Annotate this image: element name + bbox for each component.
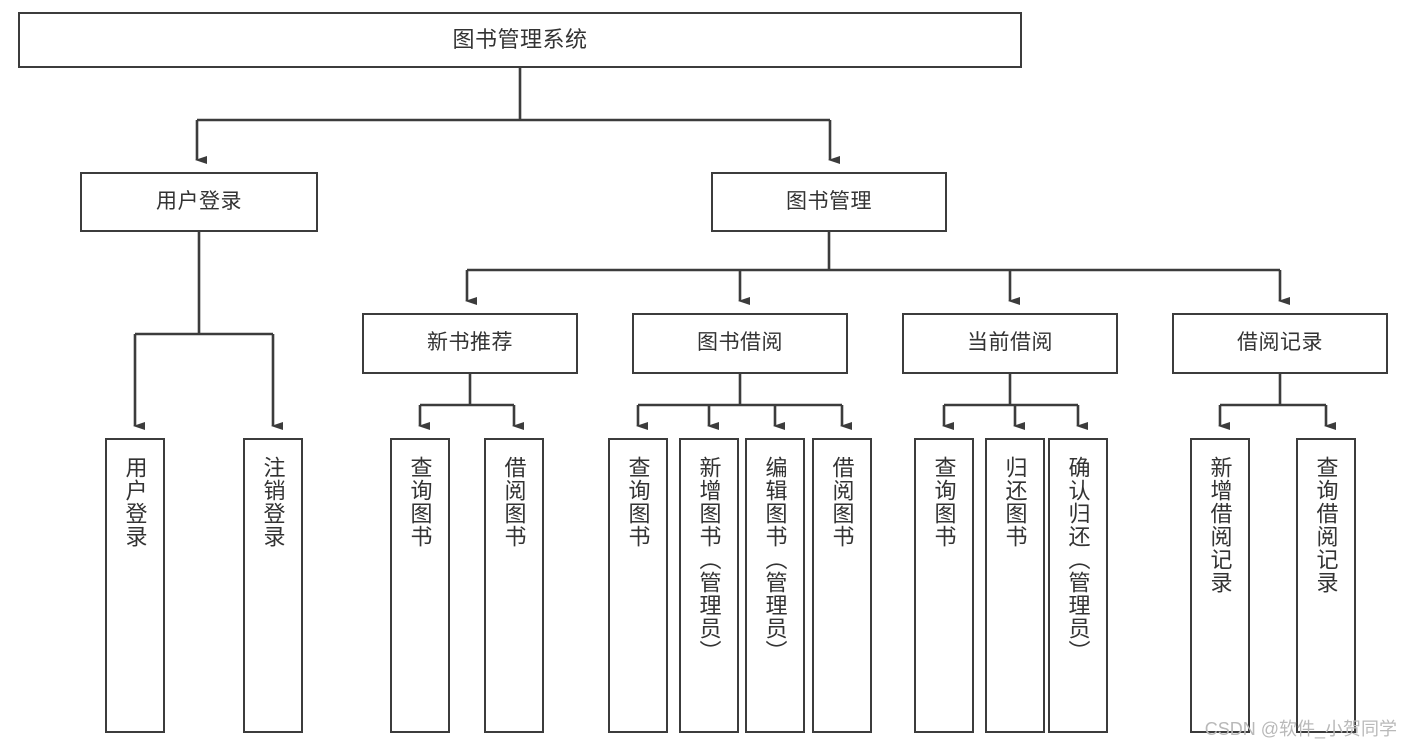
node-leaf-add-book-label: 新增图书（管理员） (696, 456, 722, 663)
node-leaf-borrow-book-1-label: 借阅图书 (501, 456, 527, 548)
node-leaf-return-book[interactable]: 归还图书 (985, 438, 1045, 733)
node-user-login[interactable]: 用户登录 (80, 172, 318, 232)
node-new-book-rec-label: 新书推荐 (427, 331, 513, 355)
node-root[interactable]: 图书管理系统 (18, 12, 1022, 68)
node-root-label: 图书管理系统 (452, 27, 588, 53)
node-book-borrow-label: 图书借阅 (697, 331, 783, 355)
node-book-manage[interactable]: 图书管理 (711, 172, 947, 232)
node-leaf-return-book-label: 归还图书 (1002, 456, 1028, 548)
node-leaf-query-record[interactable]: 查询借阅记录 (1296, 438, 1356, 733)
node-leaf-borrow-book-2-label: 借阅图书 (829, 456, 855, 548)
node-leaf-borrow-book-1[interactable]: 借阅图书 (484, 438, 544, 733)
node-book-borrow[interactable]: 图书借阅 (632, 313, 848, 374)
node-leaf-add-record[interactable]: 新增借阅记录 (1190, 438, 1250, 733)
node-borrow-record[interactable]: 借阅记录 (1172, 313, 1388, 374)
node-leaf-query-record-label: 查询借阅记录 (1313, 456, 1339, 594)
node-leaf-add-record-label: 新增借阅记录 (1207, 456, 1233, 594)
node-leaf-query-book-1[interactable]: 查询图书 (390, 438, 450, 733)
node-leaf-edit-book[interactable]: 编辑图书（管理员） (745, 438, 805, 733)
node-leaf-user-logout[interactable]: 注销登录 (243, 438, 303, 733)
node-user-login-label: 用户登录 (156, 189, 242, 213)
node-leaf-user-login[interactable]: 用户登录 (105, 438, 165, 733)
node-leaf-query-book-2-label: 查询图书 (625, 456, 651, 548)
node-leaf-borrow-book-2[interactable]: 借阅图书 (812, 438, 872, 733)
node-current-borrow[interactable]: 当前借阅 (902, 313, 1118, 374)
node-leaf-user-logout-label: 注销登录 (260, 456, 286, 548)
node-leaf-confirm-return-label: 确认归还（管理员） (1065, 456, 1091, 663)
node-book-manage-label: 图书管理 (786, 189, 872, 213)
node-leaf-query-book-2[interactable]: 查询图书 (608, 438, 668, 733)
node-borrow-record-label: 借阅记录 (1237, 331, 1323, 355)
watermark-text: CSDN @软件_小贺同学 (1204, 719, 1397, 739)
node-leaf-confirm-return[interactable]: 确认归还（管理员） (1048, 438, 1108, 733)
node-leaf-add-book[interactable]: 新增图书（管理员） (679, 438, 739, 733)
node-leaf-query-book-3[interactable]: 查询图书 (914, 438, 974, 733)
node-leaf-edit-book-label: 编辑图书（管理员） (762, 456, 788, 663)
node-leaf-query-book-1-label: 查询图书 (407, 456, 433, 548)
node-current-borrow-label: 当前借阅 (967, 331, 1053, 355)
node-leaf-query-book-3-label: 查询图书 (931, 456, 957, 548)
node-new-book-rec[interactable]: 新书推荐 (362, 313, 578, 374)
node-leaf-user-login-label: 用户登录 (122, 456, 148, 548)
